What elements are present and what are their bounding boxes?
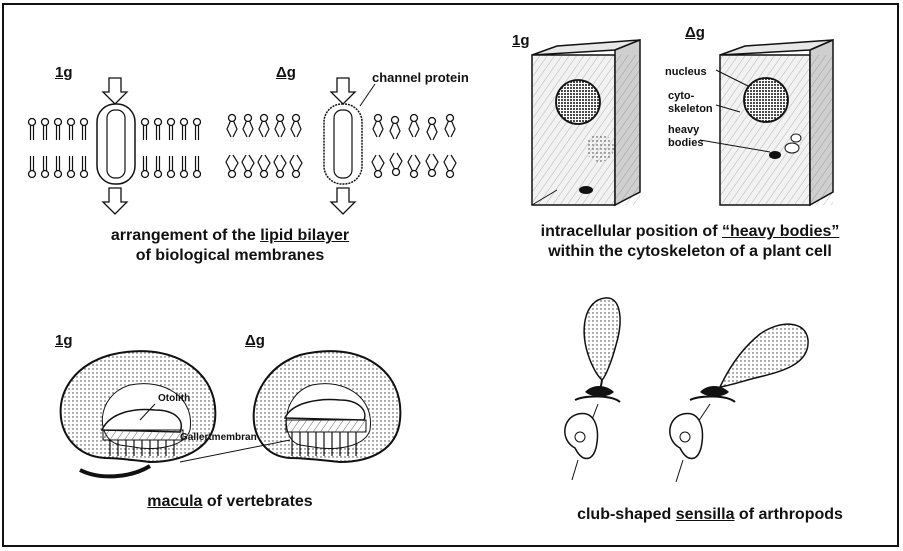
sensillum-bent	[670, 324, 808, 482]
sensillum-upright	[565, 298, 620, 480]
plant-cell-caption-key: “heavy bodies”	[722, 223, 839, 240]
membrane-caption-prefix: arrangement of the	[111, 227, 260, 244]
membrane-dg-label: Δg	[276, 64, 296, 81]
plant-cell-1g	[532, 40, 640, 205]
plant-cell-caption-prefix: intracellular position of	[541, 223, 722, 240]
macula-dg-label: Δg	[245, 332, 265, 349]
macula-caption-key: macula	[147, 493, 202, 510]
heavy-bodies-label-1: heavy	[668, 124, 699, 136]
plant-cell-1g-label: 1g	[512, 32, 530, 49]
membrane-dg	[226, 78, 456, 214]
nucleus-label: nucleus	[665, 66, 707, 78]
heavy-bodies-label-2: bodies	[668, 137, 703, 149]
membrane-1g	[29, 78, 201, 214]
membrane-1g-label: 1g	[55, 64, 73, 81]
plant-cell-dg-label: Δg	[685, 24, 705, 41]
otolith-label: Otolith	[158, 393, 190, 404]
membrane-caption-key: lipid bilayer	[260, 227, 349, 244]
plant-cell-dg	[700, 40, 833, 205]
cytoskeleton-label-1: cyto-	[668, 90, 694, 102]
plant-cell-caption: intracellular position of “heavy bodies”…	[490, 222, 890, 262]
channel-protein-label: channel protein	[372, 70, 469, 85]
macula-caption: macula of vertebrates	[100, 492, 360, 512]
plant-cell-caption-line2: within the cytoskeleton of a plant cell	[548, 243, 832, 260]
macula-1g	[61, 351, 216, 476]
sensilla-caption: club-shaped sensilla of arthropods	[525, 505, 895, 525]
cytoskeleton-label-2: skeleton	[668, 103, 713, 115]
sensilla-caption-prefix: club-shaped	[577, 506, 676, 523]
sensilla-caption-suffix: of arthropods	[734, 506, 842, 523]
gallertmembran-label: Gallertmembran	[180, 432, 257, 443]
membrane-caption: arrangement of the lipid bilayer of biol…	[60, 226, 400, 266]
membrane-caption-line2: of biological membranes	[136, 247, 324, 264]
macula-1g-label: 1g	[55, 332, 73, 349]
macula-caption-suffix: of vertebrates	[202, 493, 312, 510]
sensilla-caption-key: sensilla	[676, 506, 735, 523]
